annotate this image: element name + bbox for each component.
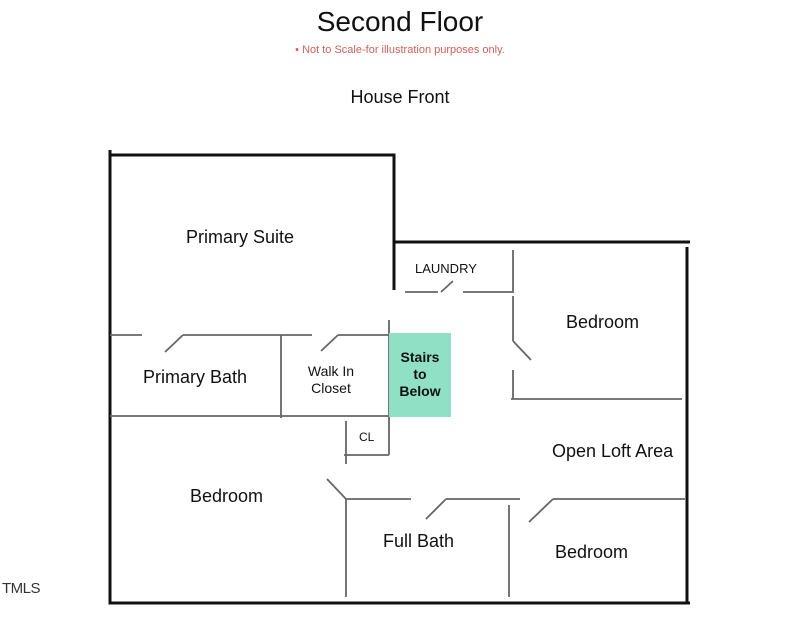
room-primary-suite: Primary Suite: [186, 227, 295, 247]
stairs-line2: to: [413, 366, 427, 382]
room-walk-in-closet: Walk In Closet: [303, 363, 359, 397]
room-primary-bath: Primary Bath: [143, 367, 248, 387]
room-bedroom-southeast: Bedroom: [555, 542, 629, 562]
room-open-loft-area: Open Loft Area: [552, 441, 674, 461]
scale-note: • Not to Scale-for illustration purposes…: [295, 44, 505, 56]
stairs-to-below: Stairs to Below: [389, 333, 451, 417]
room-bedroom-west: Bedroom: [190, 486, 264, 506]
floor-title: Second Floor: [316, 6, 484, 37]
room-bedroom-northeast: Bedroom: [566, 312, 640, 332]
walk-in-closet-line1: Walk In: [307, 363, 355, 379]
room-laundry: LAUNDRY: [415, 261, 477, 276]
room-full-bath: Full Bath: [383, 531, 455, 551]
stairs-line1: Stairs: [400, 349, 440, 365]
room-closet: CL: [359, 430, 375, 444]
house-front-label: House Front: [350, 87, 450, 107]
walk-in-closet-line2: Closet: [311, 380, 351, 396]
watermark: TMLS: [2, 580, 41, 597]
stairs-line3: Below: [399, 383, 441, 399]
